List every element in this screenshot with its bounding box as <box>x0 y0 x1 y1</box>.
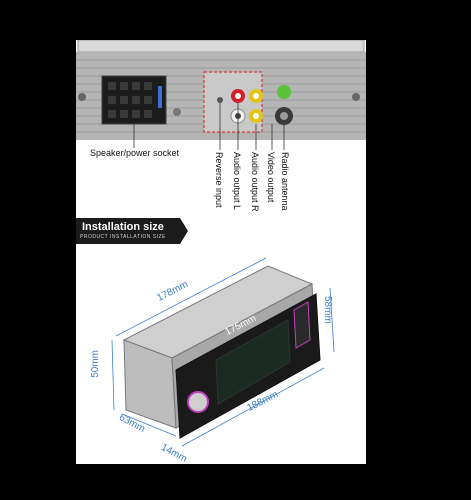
label-audio-output-r: Audio output R <box>250 152 260 212</box>
dim-side-height: 50mm <box>90 350 101 378</box>
volume-knob-icon <box>187 391 209 413</box>
iso-key-blue <box>158 86 162 108</box>
screen <box>215 319 291 405</box>
label-radio-antenna: Radio antenna <box>280 152 290 211</box>
banner-arrow <box>180 218 188 244</box>
green-sticker-icon <box>277 85 291 99</box>
dim-front-height: 58mm <box>322 296 333 324</box>
installation-size-banner: Installation size PRODUCT INSTALLATION S… <box>76 218 180 244</box>
reverse-input-jack-icon <box>217 97 223 103</box>
back-panel-illustration <box>76 40 366 447</box>
button-column <box>293 301 311 349</box>
leader-lines <box>133 103 285 150</box>
head-unit-drawing <box>122 265 321 439</box>
label-reverse-input: Reverse input <box>214 152 224 208</box>
screw-right-icon <box>352 93 360 101</box>
label-speaker-power-socket: Speaker/power socket <box>90 148 180 158</box>
screw-left-icon <box>78 93 86 101</box>
screw-mid-icon <box>173 108 181 116</box>
label-audio-output-l: Audio output L <box>232 152 242 211</box>
product-image-panel: Speaker/power socket Reverse input Audio… <box>76 40 366 464</box>
banner-subtitle: PRODUCT INSTALLATION SIZE <box>80 234 166 240</box>
iso-pins <box>108 82 152 118</box>
label-video-output: Video output <box>266 152 276 203</box>
dimension-lines <box>111 257 335 447</box>
banner-title: Installation size <box>82 221 164 233</box>
connector-outline <box>203 71 263 133</box>
top-rail <box>77 40 365 53</box>
